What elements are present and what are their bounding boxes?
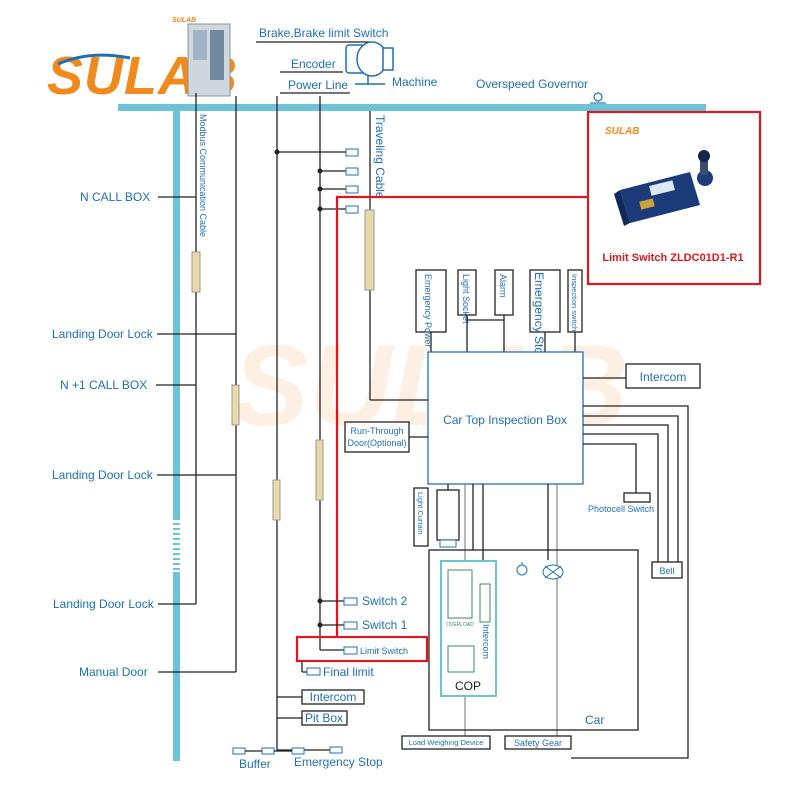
- svg-text:Emergency Stop: Emergency Stop: [532, 272, 546, 361]
- photocell-label: Photocell Switch: [588, 504, 654, 514]
- shaft-terminals: [274, 148, 359, 214]
- svg-text:Light Curtain: Light Curtain: [416, 492, 425, 535]
- manual-door-label: Manual Door: [79, 665, 148, 679]
- n-call-box-label: N CALL BOX: [80, 190, 150, 204]
- pit-box: [301, 710, 348, 726]
- machine-label: Machine: [392, 75, 438, 89]
- car-box: [428, 549, 639, 731]
- power-line-label: Power Line: [288, 78, 348, 92]
- load-weighing-box: [401, 735, 491, 750]
- svg-text:Alarm: Alarm: [498, 274, 508, 298]
- landing-door-lock-label-2: Landing Door Lock: [52, 468, 154, 482]
- emergency-stop-module: [529, 269, 561, 333]
- bell-label: Bell: [659, 566, 674, 576]
- machine-icon: [345, 41, 394, 85]
- landing-door-lock-label-1: Landing Door Lock: [52, 327, 154, 341]
- intercom-top-box: [625, 363, 701, 389]
- pit-intercom-box: [301, 689, 365, 705]
- sulab-logo: SULAB SULAB: [47, 17, 237, 106]
- car-top-inspection-title: Car Top Inspection Box: [443, 413, 567, 427]
- modbus-cable-drop: [191, 251, 201, 293]
- svg-text:Door(Optional): Door(Optional): [347, 438, 406, 448]
- svg-text:Run-Through: Run-Through: [350, 426, 403, 436]
- load-weighing-label: Load Weighing Device: [409, 738, 484, 747]
- cable-drop-5: [272, 479, 281, 521]
- cop-label: COP: [455, 679, 481, 693]
- cop-overload: OVERLOAD: [446, 622, 474, 628]
- buffer-label: Buffer: [239, 757, 271, 771]
- bell-box: [651, 561, 683, 579]
- light-curtain-box: [413, 487, 429, 547]
- svg-text:Emergency Power: Emergency Power: [423, 274, 433, 348]
- hoistway-rail: [173, 111, 180, 761]
- governor-icon: [590, 92, 606, 104]
- buffer-icons: [232, 746, 343, 755]
- machine-room-beam: [118, 104, 706, 111]
- modbus-cable-label: Modbus Communication Cable: [198, 114, 208, 237]
- cop-display: [447, 569, 473, 619]
- intercom-top-label: Intercom: [640, 370, 687, 384]
- limit-switch-highlight-path: [335, 195, 588, 637]
- cable-drop-4: [315, 439, 324, 501]
- photocell-icon: [623, 492, 651, 503]
- product-caption: Limit Switch ZLDC01D1-R1: [602, 252, 743, 264]
- landing-door-lock-label-3: Landing Door Lock: [53, 597, 155, 611]
- small-logo-text: SULAB: [172, 17, 196, 24]
- governor-label: Overspeed Governor: [476, 77, 588, 91]
- cop-intercom-label: Intercom: [481, 624, 491, 659]
- safety-gear-label: Safety Gear: [514, 738, 562, 748]
- encoder-label: Encoder: [291, 57, 336, 71]
- brake-label: Brake,Brake limit Switch: [259, 26, 388, 40]
- svg-text:Light Socket: Light Socket: [461, 274, 471, 324]
- limit-switch-highlight-frame: [295, 635, 429, 663]
- limit-switch-product-image: [614, 150, 713, 226]
- cable-drop-3: [231, 384, 240, 426]
- emergency-power-module: [415, 269, 447, 333]
- car-label: Car: [585, 713, 604, 727]
- pit-box-label: Pit Box: [305, 711, 343, 725]
- light-curtain-device: [436, 489, 460, 541]
- safety-gear-box: [504, 735, 572, 750]
- product-brand: SULAB: [605, 126, 639, 137]
- travel-cable-drop: [364, 209, 375, 291]
- cop-intercom-speaker: [447, 645, 475, 673]
- limit-switch-label: Limit Switch: [360, 646, 408, 656]
- n1-call-box-label: N +1 CALL BOX: [60, 378, 147, 392]
- car-top-modules: Emergency Power Light Socket Alarm Emerg…: [415, 269, 583, 361]
- traveling-cable-label: Traveling Cable: [373, 115, 387, 199]
- svg-text:Inspection switch: Inspection switch: [570, 274, 579, 331]
- car-top-inspection-box: [427, 351, 584, 485]
- switch2-label: Switch 2: [362, 594, 408, 608]
- car-lights: [516, 562, 564, 580]
- switch1-label: Switch 1: [362, 618, 408, 632]
- pit-intercom-label: Intercom: [310, 690, 357, 704]
- run-through-door-box: [344, 421, 410, 453]
- final-limit-label: Final limit: [323, 665, 374, 679]
- pit-switches: [301, 597, 358, 676]
- emergency-stop-label: Emergency Stop: [294, 755, 383, 769]
- cop-button-panel: [479, 583, 491, 623]
